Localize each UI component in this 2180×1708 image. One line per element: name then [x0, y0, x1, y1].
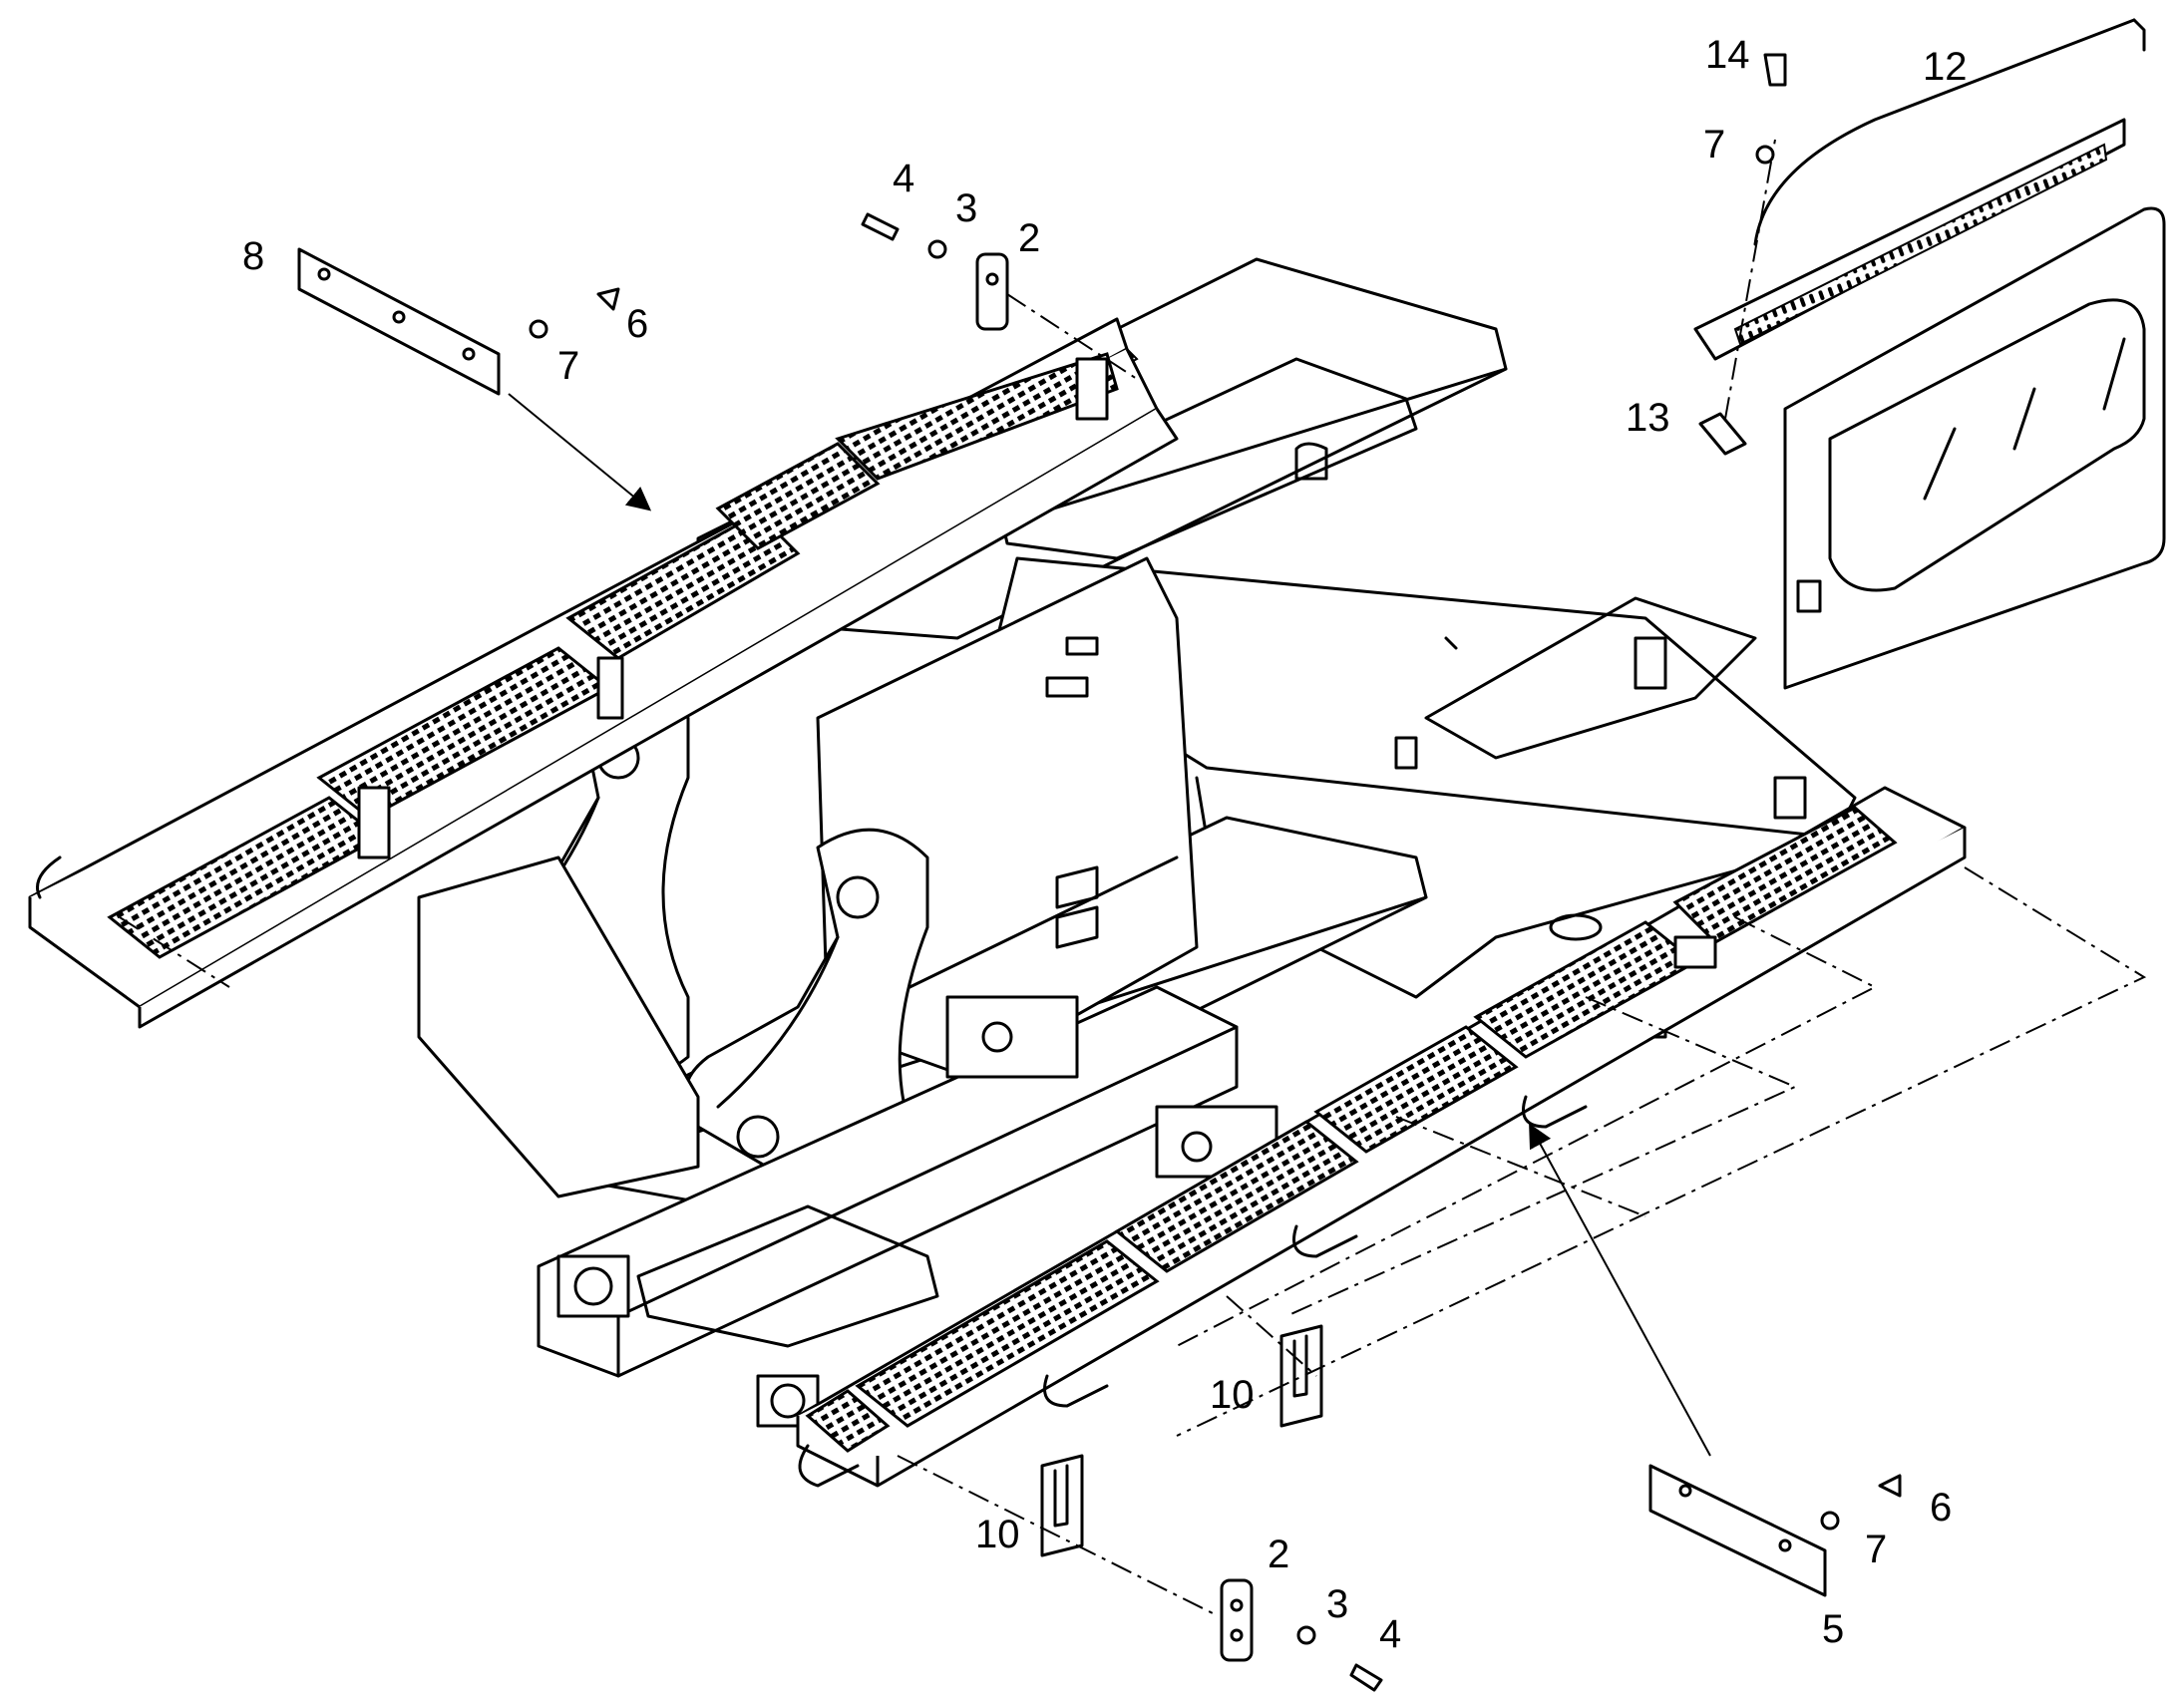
cover-panel [1693, 18, 2166, 690]
leader-arrows [508, 393, 1711, 1457]
callout-4-bottom: 4 [1379, 1612, 1401, 1656]
assembly-centerlines [119, 139, 2147, 1616]
callout-4-top: 4 [893, 157, 914, 200]
right-walkway [796, 786, 1967, 1488]
callout-12: 12 [1923, 45, 1968, 89]
callout-7-left: 7 [557, 344, 579, 388]
callout-3-bottom: 3 [1326, 1582, 1348, 1626]
callout-7-top: 7 [1703, 123, 1725, 167]
callout-10-bottom: 10 [975, 1513, 1020, 1556]
callout-6-right: 6 [1930, 1486, 1952, 1530]
callout-6-top: 6 [626, 302, 648, 346]
callout-labels: 14 12 7 13 4 3 2 8 6 7 10 10 2 3 4 6 7 5 [242, 33, 1968, 1656]
left-walkway [28, 317, 1179, 1029]
loose-parts [297, 53, 1902, 1692]
callout-8: 8 [242, 234, 264, 278]
callout-14: 14 [1705, 33, 1750, 77]
callout-2-top: 2 [1018, 216, 1040, 260]
callout-3-top: 3 [955, 186, 977, 230]
main-frame [417, 257, 1857, 1428]
callout-7-right: 7 [1865, 1528, 1887, 1571]
callout-5: 5 [1822, 1607, 1844, 1651]
callout-10-mid: 10 [1210, 1373, 1255, 1417]
callout-13: 13 [1626, 396, 1670, 440]
callout-2-bottom: 2 [1268, 1533, 1289, 1576]
